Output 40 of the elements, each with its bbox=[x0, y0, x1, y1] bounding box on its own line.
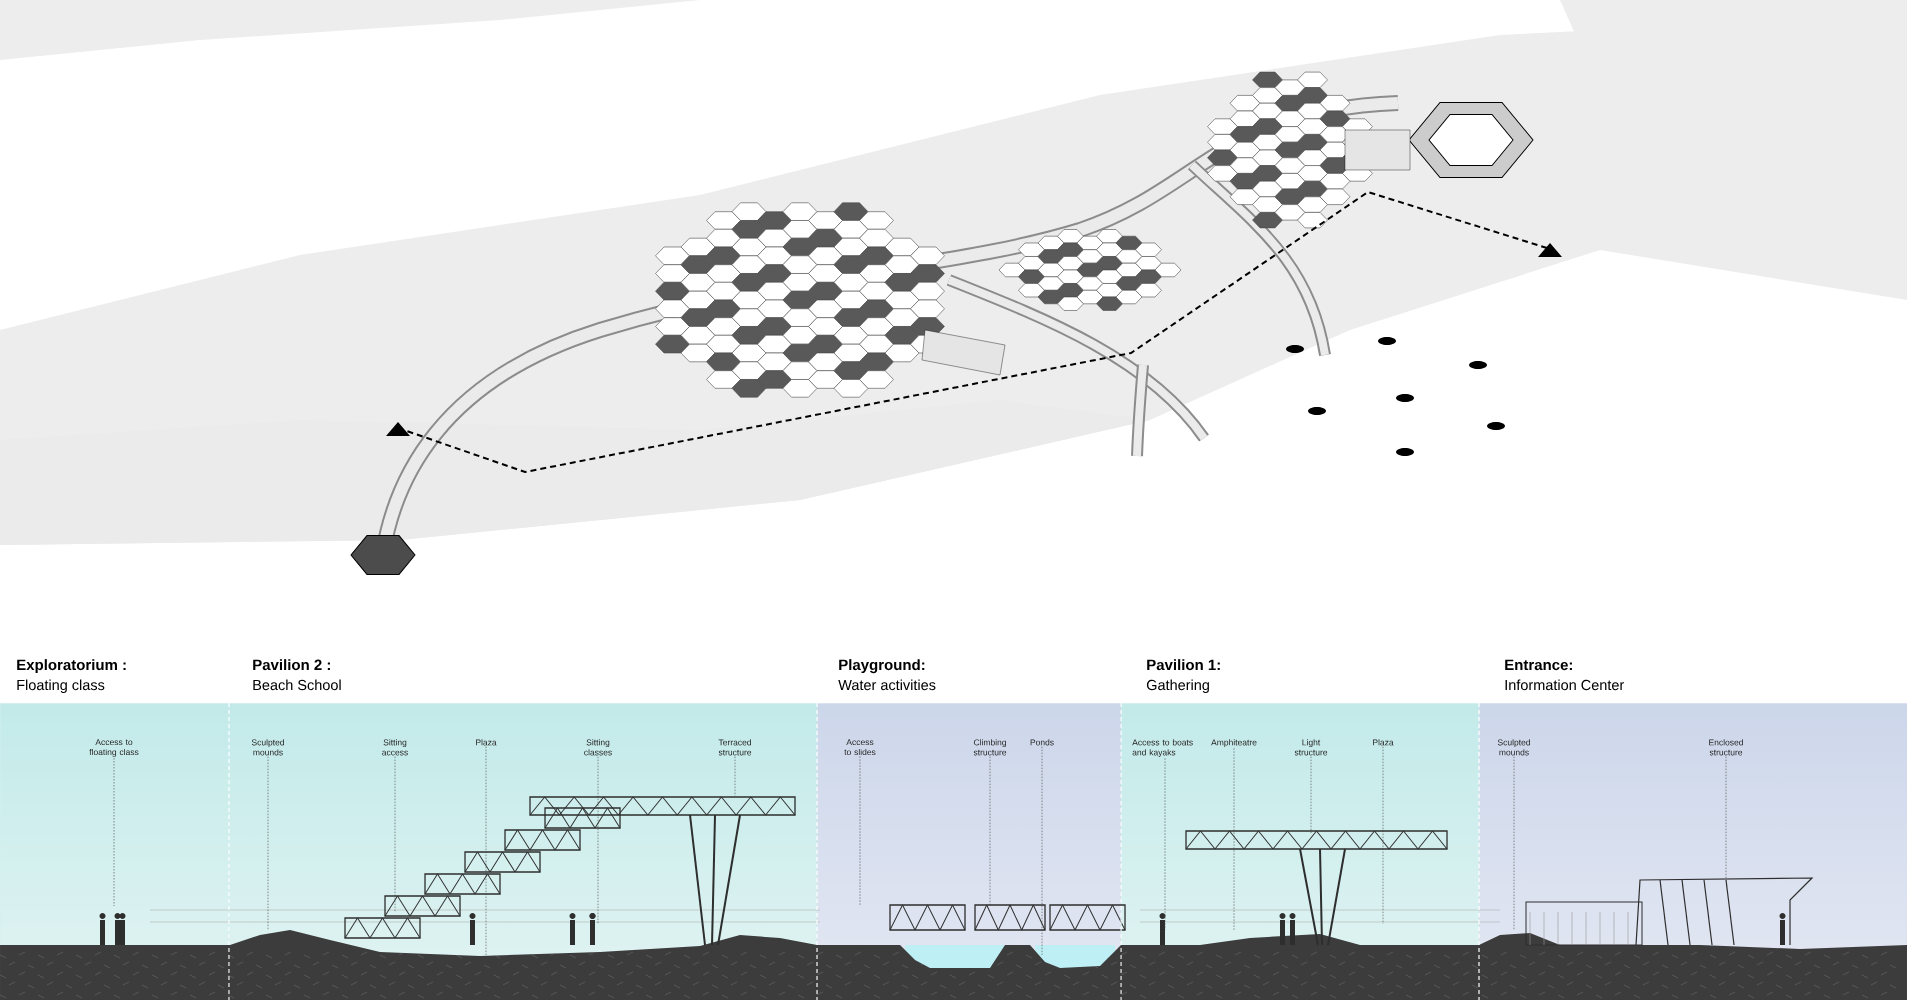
leader-line bbox=[1382, 746, 1384, 925]
leader-line bbox=[989, 756, 991, 907]
leader-line bbox=[597, 756, 599, 925]
leader-line bbox=[113, 757, 115, 907]
callout-label: Sitting access bbox=[382, 739, 408, 756]
callout-label: Access to floating class bbox=[89, 739, 139, 757]
callout-label: Ponds bbox=[1030, 739, 1054, 746]
leader-line bbox=[1164, 758, 1166, 931]
callout-label: Plaza bbox=[1373, 739, 1394, 746]
callout-label: Sitting classes bbox=[584, 739, 612, 756]
leader-line bbox=[1513, 756, 1515, 931]
leader-line bbox=[267, 756, 269, 931]
zone-heading: Exploratorium : bbox=[17, 659, 126, 674]
zone-subtitle: Gathering bbox=[1146, 679, 1209, 693]
zone-heading: Pavilion 1: bbox=[1147, 659, 1220, 671]
leader-line bbox=[394, 756, 396, 913]
zone-heading: Pavilion 2 : bbox=[253, 659, 330, 671]
leader-line bbox=[859, 756, 861, 907]
callout-label: Terraced structure bbox=[718, 739, 752, 756]
leader-line bbox=[1725, 756, 1727, 879]
leader-line bbox=[1233, 748, 1235, 931]
zone-heading: Entrance: bbox=[1505, 659, 1572, 671]
leader-line bbox=[1310, 756, 1312, 834]
zone-subtitle: Information Center bbox=[1505, 679, 1625, 691]
zone-subtitle: Beach School bbox=[253, 679, 341, 691]
callout-label: Enclosed structure bbox=[1709, 739, 1743, 756]
leader-line bbox=[485, 746, 487, 956]
zone-heading: Playground: bbox=[839, 659, 925, 674]
callout-label: Amphiteatre bbox=[1211, 739, 1257, 748]
callout-label: Access to slides bbox=[844, 739, 876, 756]
callout-label: Climbing structure bbox=[973, 739, 1007, 756]
zone-subtitle: Floating class bbox=[17, 679, 105, 693]
zone-subtitle: Water activities bbox=[838, 679, 936, 691]
callout-label: Access to boats and kayaks bbox=[1132, 739, 1193, 758]
callout-label: Plaza bbox=[476, 739, 497, 746]
callout-label: Sculpted mounds bbox=[251, 739, 284, 756]
callout-label: Light structure bbox=[1294, 739, 1328, 756]
leader-line bbox=[1041, 746, 1043, 956]
leader-line bbox=[734, 756, 736, 797]
callout-label: Sculpted mounds bbox=[1497, 739, 1530, 756]
